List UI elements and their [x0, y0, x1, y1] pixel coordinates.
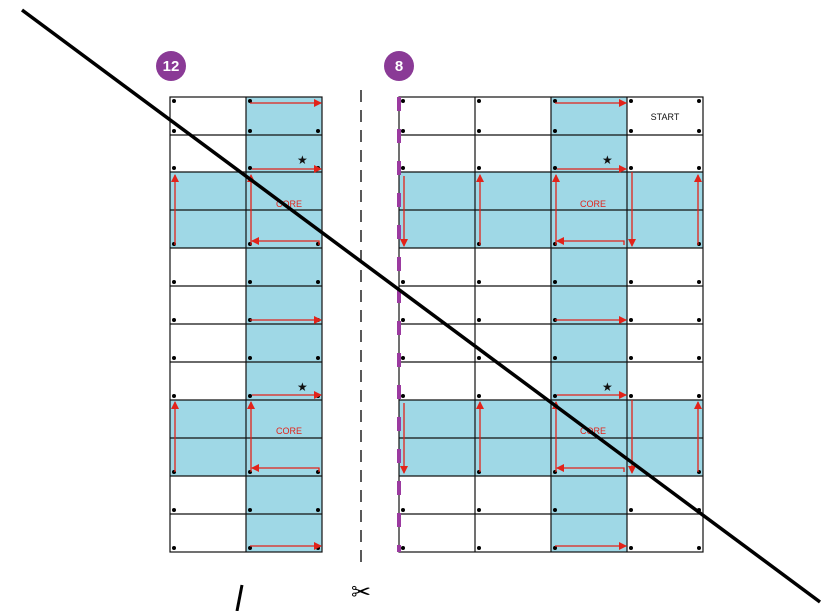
badge-label: 12 — [163, 58, 180, 75]
core-label: CORE — [580, 199, 606, 209]
star-icon: ★ — [602, 380, 613, 394]
badge-label: 8 — [395, 58, 403, 75]
core-label: CORE — [276, 199, 302, 209]
right-stars: ★ ★ — [602, 153, 613, 394]
core-label: CORE — [580, 426, 606, 436]
star-icon: ★ — [297, 153, 308, 167]
star-icon: ★ — [297, 380, 308, 394]
badge-12: 12 — [156, 51, 186, 81]
start-label: START — [651, 112, 680, 122]
right-arrows — [400, 99, 702, 550]
star-icon: ★ — [602, 153, 613, 167]
left-panel: ★ ★ CORE CORE 12 — [156, 51, 323, 553]
left-grid — [169, 96, 323, 553]
left-stars: ★ ★ — [297, 153, 308, 394]
core-label: CORE — [276, 426, 302, 436]
strike-through-line — [20, 8, 822, 604]
right-dots — [401, 99, 701, 550]
right-panel: ★ ★ START CORE CORE 8 — [384, 51, 704, 553]
scissors-icon: ✂ — [351, 578, 371, 606]
left-arrows — [171, 99, 322, 550]
stray-mark — [235, 584, 244, 611]
badge-8: 8 — [384, 51, 414, 81]
